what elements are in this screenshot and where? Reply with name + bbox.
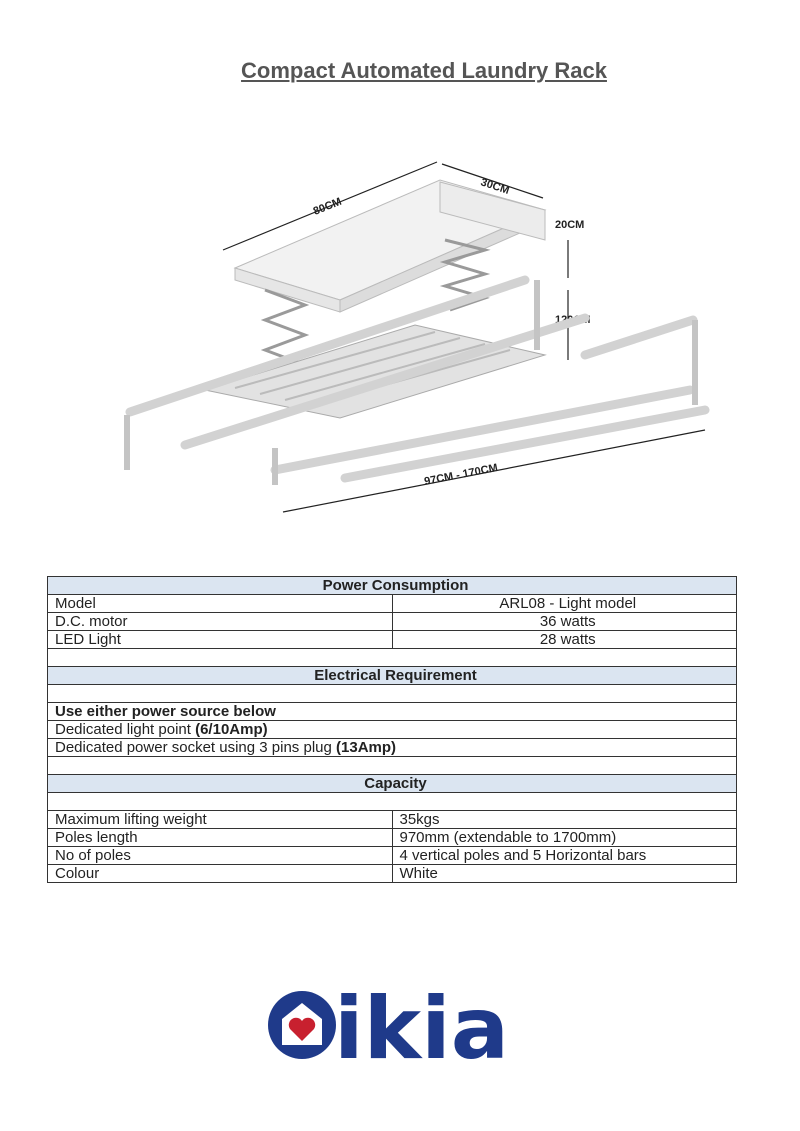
power-source-2-text: Dedicated power socket using 3 pins plug xyxy=(55,739,337,756)
dimension-extension-label: 97CM - 170CM xyxy=(423,462,498,488)
table-row: No of poles 4 vertical poles and 5 Horiz… xyxy=(47,846,737,865)
spec-label: Colour xyxy=(47,864,393,883)
table-row: Dedicated power socket using 3 pins plug… xyxy=(47,738,737,757)
table-row: Use either power source below xyxy=(47,702,737,721)
spec-label: Maximum lifting weight xyxy=(47,810,393,829)
spec-value: 36 watts xyxy=(391,612,737,631)
spec-label: Model xyxy=(47,594,393,613)
power-source-1: Dedicated light point (6/10Amp) xyxy=(47,720,737,739)
blank-cell xyxy=(47,756,737,775)
blank-cell xyxy=(47,684,737,703)
table-row: LED Light 28 watts xyxy=(47,630,737,649)
table-row: Dedicated light point (6/10Amp) xyxy=(47,720,737,739)
table-row: Model ARL08 - Light model xyxy=(47,594,737,613)
laundry-rack-illustration: 80CM 30CM 20CM 120CM 97CM - 170CM xyxy=(124,161,710,513)
capacity-header: Capacity xyxy=(47,774,737,793)
blank-cell xyxy=(47,648,737,667)
spec-value: White xyxy=(391,864,737,883)
blank-row xyxy=(47,648,737,667)
spec-label: No of poles xyxy=(47,846,393,865)
power-source-2: Dedicated power socket using 3 pins plug… xyxy=(47,738,737,757)
power-source-1-text: Dedicated light point xyxy=(55,721,196,738)
power-header-row: Power Consumption xyxy=(47,576,737,595)
table-row: Poles length 970mm (extendable to 1700mm… xyxy=(47,828,737,847)
spec-value: 35kgs xyxy=(391,810,737,829)
heart-icon xyxy=(288,1017,316,1041)
electrical-header-row: Electrical Requirement xyxy=(47,666,737,685)
blank-cell xyxy=(47,792,737,811)
dimension-length-label: 80CM xyxy=(312,196,344,218)
spec-value: 970mm (extendable to 1700mm) xyxy=(391,828,737,847)
electrical-intro: Use either power source below xyxy=(47,702,737,721)
power-header: Power Consumption xyxy=(47,576,737,595)
spec-label: Poles length xyxy=(47,828,393,847)
spec-label: LED Light xyxy=(47,630,393,649)
blank-row xyxy=(47,756,737,775)
blank-row xyxy=(47,792,737,811)
spec-label: D.C. motor xyxy=(47,612,393,631)
power-source-1-amp: (6/10Amp) xyxy=(195,721,268,738)
power-source-2-amp: (13Amp) xyxy=(336,739,397,756)
table-row: D.C. motor 36 watts xyxy=(47,612,737,631)
table-row: Maximum lifting weight 35kgs xyxy=(47,810,737,829)
electrical-header: Electrical Requirement xyxy=(47,666,737,685)
table-row: Colour White xyxy=(47,864,737,883)
capacity-header-row: Capacity xyxy=(47,774,737,793)
logo-wordmark: ikia xyxy=(334,979,509,1065)
blank-row xyxy=(47,684,737,703)
spec-value: ARL08 - Light model xyxy=(391,594,737,613)
spec-value: 4 vertical poles and 5 Horizontal bars xyxy=(391,846,737,865)
ikia-logo: ikia xyxy=(268,979,509,1065)
dimension-height-label: 20CM xyxy=(555,219,584,231)
page-title: Compact Automated Laundry Rack xyxy=(241,58,607,83)
specification-table: Power Consumption Model ARL08 - Light mo… xyxy=(47,576,737,883)
spec-value: 28 watts xyxy=(391,630,737,649)
